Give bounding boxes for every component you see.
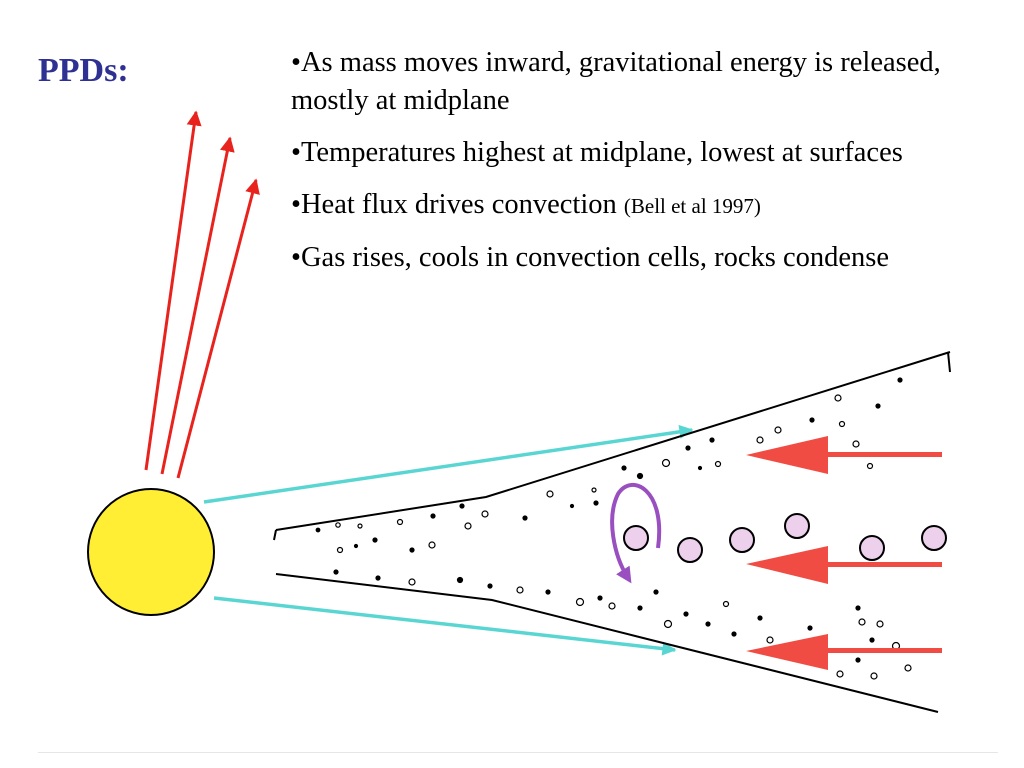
bullet-text: •Heat flux drives convection: [291, 189, 624, 220]
inflow-arrow-icon: [746, 436, 942, 670]
bullet-temperatures: •Temperatures highest at midplane, lowes…: [291, 134, 1024, 172]
bullet-text: •Temperatures highest at midplane, lowes…: [291, 137, 903, 168]
bullet-gravitational-energy: •As mass moves inward, gravitational ene…: [291, 44, 1024, 120]
bullet-gas-rises: •Gas rises, cools in convection cells, r…: [291, 239, 1024, 277]
convection-loop-arrow-icon: [610, 483, 662, 584]
radiation-arrow-icon: [144, 110, 260, 479]
midplane-particles: [623, 513, 947, 563]
footer-divider: [38, 752, 998, 753]
star-icon: [87, 488, 215, 616]
citation: (Bell et al 1997): [623, 194, 761, 218]
bullet-heat-flux: •Heat flux drives convection (Bell et al…: [291, 186, 1024, 225]
disk-outline: [273, 351, 951, 713]
bullet-text: •As mass moves inward, gravitational ene…: [291, 47, 941, 116]
starlight-arrow-icon: [203, 424, 694, 656]
bullet-text: •Gas rises, cools in convection cells, r…: [291, 242, 890, 273]
slide-title: PPDs:: [38, 52, 129, 89]
bullet-list: •As mass moves inward, gravitational ene…: [291, 44, 1024, 291]
